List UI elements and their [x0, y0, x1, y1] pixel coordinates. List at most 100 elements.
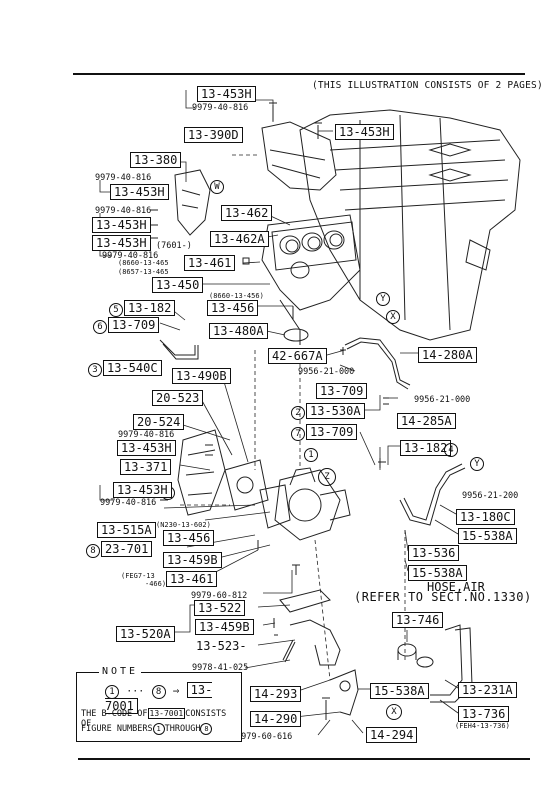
- part-label-20-524[interactable]: 20-524: [133, 414, 185, 430]
- part-label-13-520A[interactable]: 13-520A: [116, 626, 175, 642]
- part-label-13-540C[interactable]: 13-540C: [103, 360, 162, 376]
- part-label-14-280A[interactable]: 14-280A: [418, 347, 477, 363]
- part-number-9956-21-000[interactable]: 9956-21-000: [414, 395, 471, 405]
- part-label-13-180C[interactable]: 13-180C: [456, 509, 515, 525]
- manifold-gasket-drawing: [271, 221, 357, 271]
- part-number-9956-21-000[interactable]: 9956-21-000: [298, 367, 355, 377]
- part-label-13-182[interactable]: 13-182: [124, 300, 176, 316]
- heat-cover-drawing: [174, 169, 211, 236]
- part-label-13-462A[interactable]: 13-462A: [210, 231, 269, 247]
- note-range-from: 1: [105, 685, 119, 699]
- part-label-13-453H[interactable]: 13-453H: [92, 235, 151, 251]
- part-number-9979-40-816[interactable]: 9979-40-816: [100, 498, 157, 508]
- part-label-13-231A[interactable]: 13-231A: [458, 682, 517, 698]
- part-label-13-453H[interactable]: 13-453H: [335, 124, 394, 140]
- part-label-13-390D[interactable]: 13-390D: [184, 127, 243, 143]
- water-pipe-drawing: [159, 339, 199, 360]
- part-label-13-371[interactable]: 13-371: [120, 459, 172, 475]
- part-label-13-515A[interactable]: 13-515A: [97, 522, 156, 538]
- callout-5-icon: 5: [109, 301, 123, 317]
- part-label-15-538A[interactable]: 15-538A: [370, 683, 429, 699]
- part-label-13-456[interactable]: 13-456: [207, 300, 259, 316]
- part-label-13-453H[interactable]: 13-453H: [110, 184, 169, 200]
- callout-1-icon: 1: [304, 446, 318, 462]
- callout-8-icon: 8: [86, 542, 100, 558]
- part-label-13-450[interactable]: 13-450: [152, 277, 204, 293]
- part-label-14-294[interactable]: 14-294: [366, 727, 418, 743]
- note-range-to: 8: [151, 685, 166, 699]
- heat-shield-drawing: [261, 121, 337, 191]
- part-label-13-530A[interactable]: 13-530A: [306, 403, 365, 419]
- part-label-13-462[interactable]: 13-462: [221, 205, 273, 221]
- bottom-rule: [78, 758, 530, 760]
- part-label-13-709[interactable]: 13-709: [316, 383, 368, 399]
- part-label-13-490B[interactable]: 13-490B: [172, 368, 231, 384]
- callout-7-icon: 7: [291, 425, 305, 441]
- note-title: NOTE: [99, 666, 142, 677]
- top-rule: [73, 73, 525, 75]
- part-label-13-461[interactable]: 13-461: [184, 255, 236, 271]
- part-label-13-453H[interactable]: 13-453H: [113, 482, 172, 498]
- serial-range-FEH4: (FEH4-13-736): [455, 722, 510, 730]
- part-label-13-736[interactable]: 13-736: [458, 706, 510, 722]
- exhaust-manifold-drawing: [261, 214, 361, 345]
- part-label-20-523[interactable]: 20-523: [152, 390, 204, 406]
- serial-range-8657: (8657-13-465: [118, 268, 169, 276]
- part-label-14-293[interactable]: 14-293: [250, 686, 302, 702]
- part-label-13-456[interactable]: 13-456: [163, 530, 215, 546]
- callout-y-icon: Y: [376, 290, 390, 306]
- part-label-13-453H[interactable]: 13-453H: [92, 217, 151, 233]
- callout-w-icon: W: [210, 178, 224, 194]
- callout-2-icon: 2: [291, 404, 305, 420]
- serial-range-8660-456: (8660-13-456): [209, 292, 264, 300]
- part-label-15-538A[interactable]: 15-538A: [408, 565, 467, 581]
- part-label-15-538A[interactable]: 15-538A: [458, 528, 517, 544]
- note-range-row: 1 ··· 8 ⇒ 13-7001: [105, 682, 213, 714]
- part-label-23-701[interactable]: 23-701: [101, 541, 153, 557]
- heat-insulator-drawing: [177, 429, 226, 516]
- callout-x-icon: X: [386, 308, 400, 324]
- part-label-13-461[interactable]: 13-461: [166, 571, 218, 587]
- part-number-9979-60-812[interactable]: 9979-60-812: [191, 591, 248, 601]
- part-label-14-290[interactable]: 14-290: [250, 711, 302, 727]
- part-number-9979-40-816[interactable]: 9979-40-816: [192, 103, 249, 113]
- callout-y-icon: Y: [470, 455, 484, 471]
- part-number-9979-40-816[interactable]: 9979-40-816: [95, 173, 152, 183]
- part-label-14-285A[interactable]: 14-285A: [397, 413, 456, 429]
- part-label-13-459B[interactable]: 13-459B: [163, 552, 222, 568]
- part-label-13-453H[interactable]: 13-453H: [197, 86, 256, 102]
- turbocharger-drawing: [259, 467, 351, 541]
- part-number-9979-40-816[interactable]: 9979-40-816: [118, 430, 175, 440]
- part-label-13-459B[interactable]: 13-459B: [195, 619, 254, 635]
- part-label-13-522[interactable]: 13-522: [194, 600, 246, 616]
- part-label-13-709[interactable]: 13-709: [108, 317, 160, 333]
- part-label-13-380[interactable]: 13-380: [130, 152, 182, 168]
- part-number-9956-21-200[interactable]: 9956-21-200: [462, 491, 519, 501]
- part-number-9979-40-816[interactable]: 9979-40-816: [95, 206, 152, 216]
- serial-range-N230: (N230-13-602): [156, 521, 211, 529]
- part-label-13-480A[interactable]: 13-480A: [209, 323, 268, 339]
- serial-range-466: -466): [145, 580, 167, 588]
- part-label-42-667A[interactable]: 42-667A: [268, 348, 327, 364]
- oil-pipe-drawing: [344, 337, 411, 390]
- part-label-13-709[interactable]: 13-709: [306, 424, 358, 440]
- serial-range-8660: (8660-13-465: [118, 259, 169, 267]
- callout-4-icon: 4: [444, 441, 458, 457]
- part-label-13-453H[interactable]: 13-453H: [117, 440, 176, 456]
- part-number-9979-60-616[interactable]: 9979-60-616: [236, 732, 293, 742]
- part-number-9979-40-816[interactable]: 9979-40-816: [102, 251, 159, 261]
- part-label-13-523[interactable]: 13-523-: [196, 639, 247, 653]
- serial-range-7601: (7601-): [156, 241, 192, 251]
- part-number-9978-41-025[interactable]: 9978-41-025: [192, 663, 249, 673]
- oil-return-pipe-drawing: [279, 589, 341, 666]
- engine-block-drawing: [299, 109, 521, 341]
- serial-range-FEG7: (FEG7-13: [121, 572, 155, 580]
- part-label-13-746[interactable]: 13-746: [392, 612, 444, 628]
- part-label-13-182[interactable]: 13-182: [400, 440, 452, 456]
- refer-section-note: (REFER TO SECT.NO.1330): [354, 590, 532, 604]
- part-label-13-536[interactable]: 13-536: [408, 545, 460, 561]
